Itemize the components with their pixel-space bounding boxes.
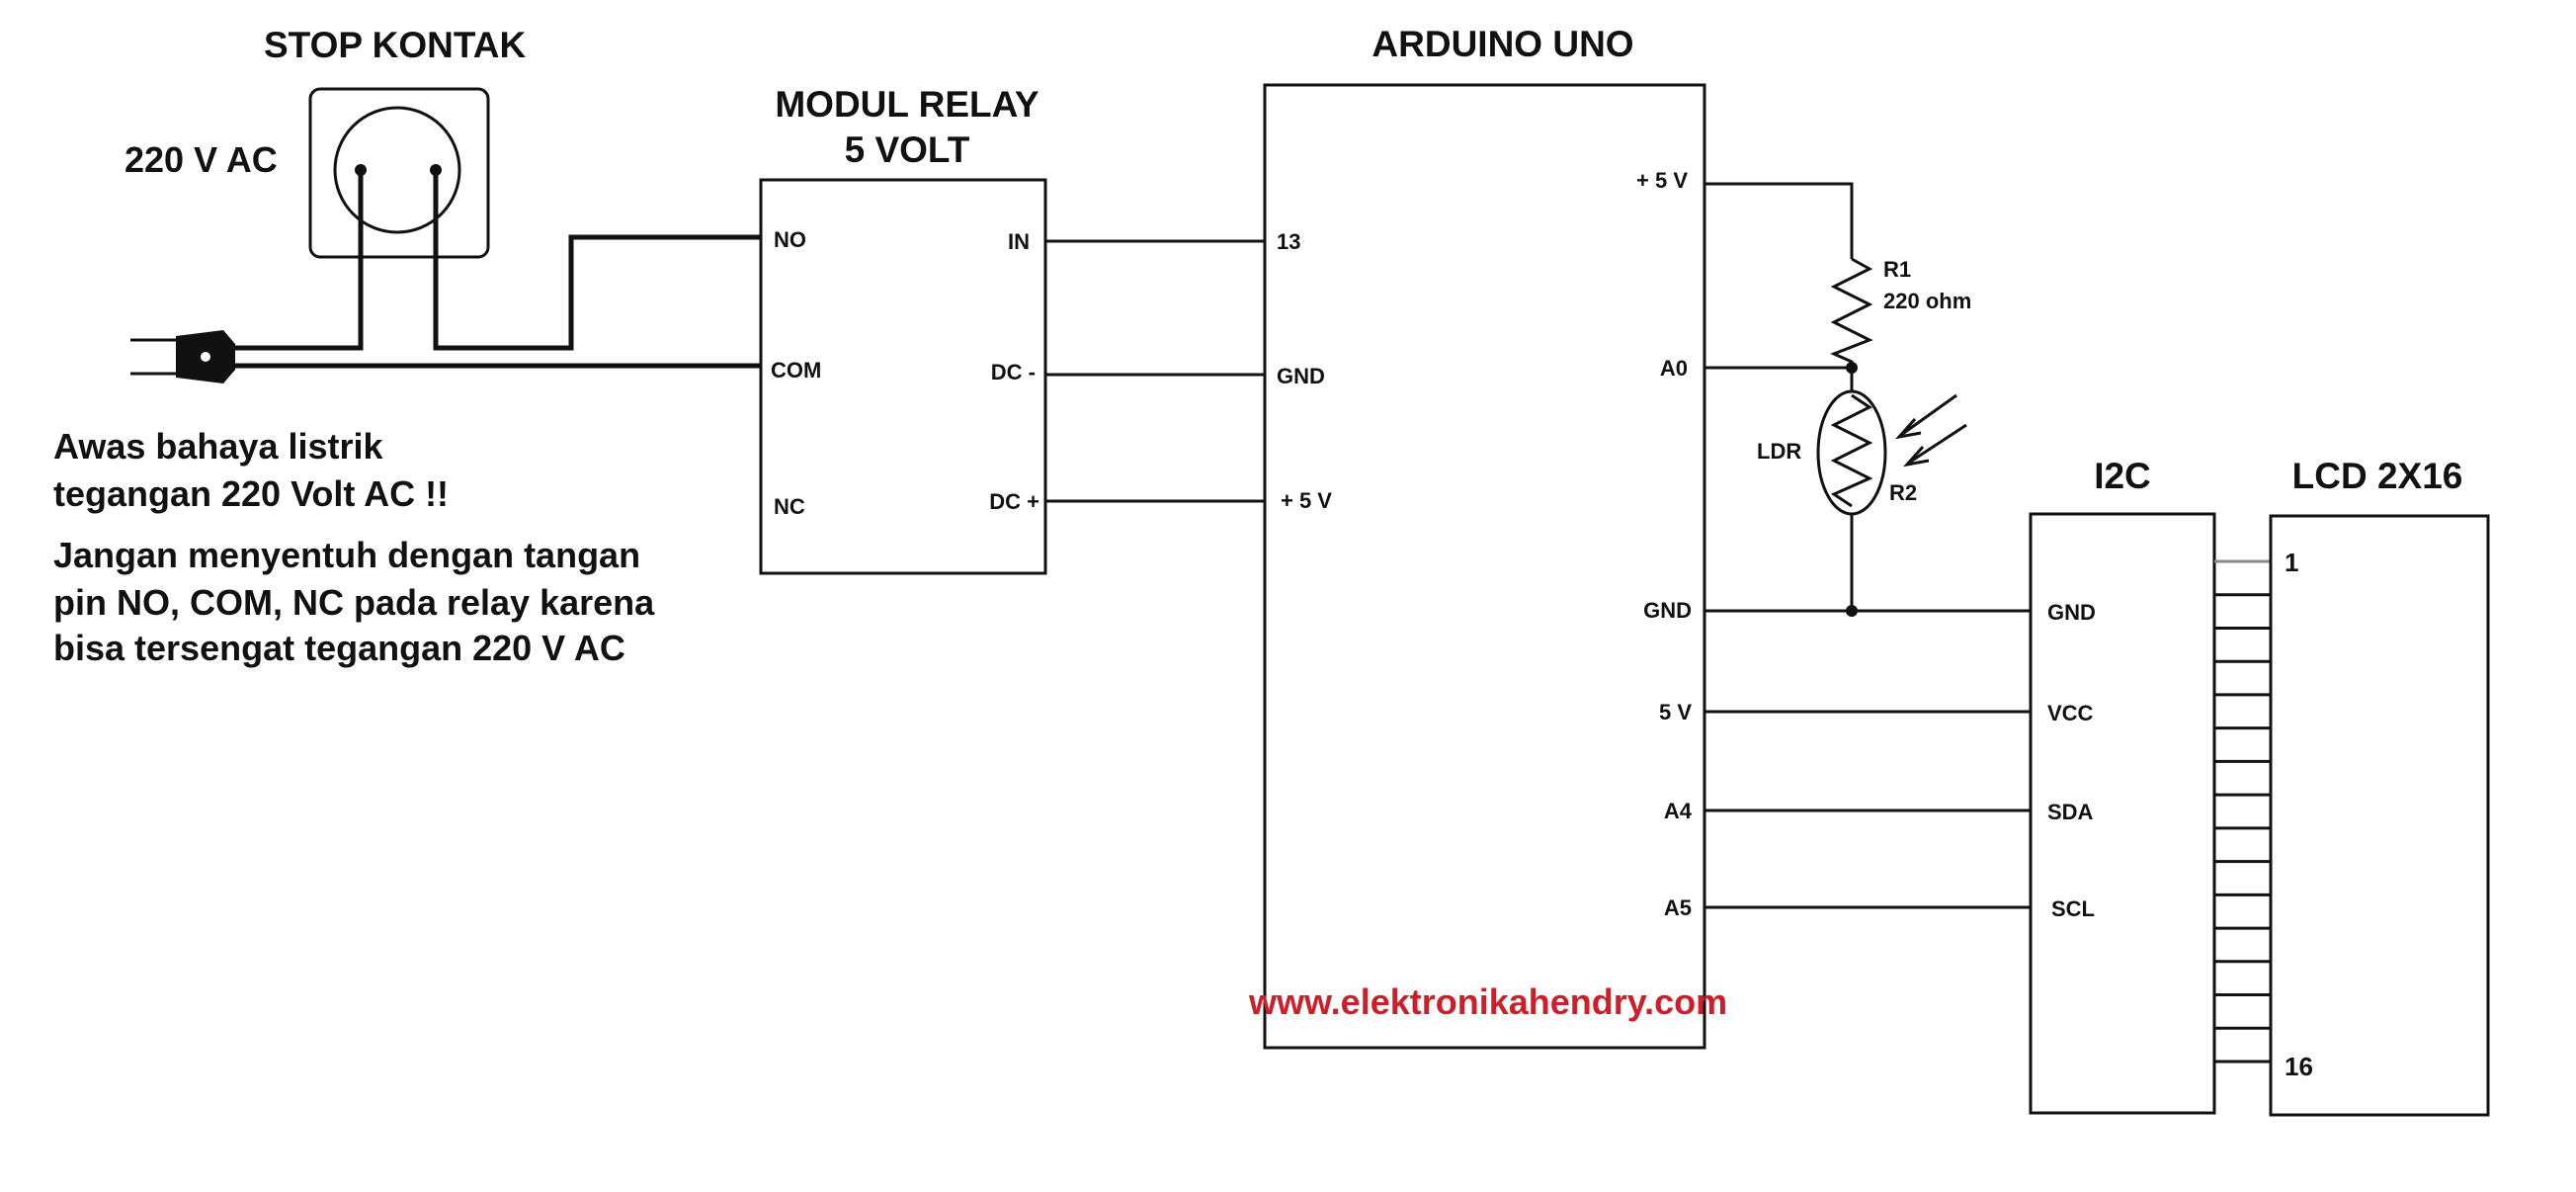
website-url: www.elektronikahendry.com [1248, 981, 1727, 1022]
power-plug-icon [130, 330, 235, 383]
arduino-pin-gnd-right: GND [1643, 598, 1692, 623]
wire-socket-to-relay-no [433, 170, 761, 351]
lcd-pin-last: 16 [2285, 1052, 2313, 1081]
arduino-pin-13: 13 [1277, 229, 1300, 254]
i2c-pin-sda: SDA [2047, 800, 2094, 824]
warning-text: Awas bahaya listrik tegangan 220 Volt AC… [53, 426, 655, 668]
warning-line-2: tegangan 220 Volt AC !! [53, 473, 449, 514]
lcd-title: LCD 2X16 [2292, 456, 2463, 496]
i2c-module [2029, 512, 2216, 1115]
socket-face [333, 106, 461, 234]
relay-pin-dc-plus: DC + [989, 489, 1039, 514]
r1-value: 220 ohm [1883, 289, 1971, 313]
lcd-pin-first: 1 [2285, 548, 2298, 577]
warning-line-3: Jangan menyentuh dengan tangan [53, 535, 640, 575]
r2-label: R2 [1889, 480, 1917, 505]
junction-gnd [1846, 605, 1858, 617]
relay-module [759, 178, 1047, 575]
ldr-resistor [1830, 393, 1873, 508]
socket-voltage-label: 220 V AC [125, 139, 278, 180]
wire-plug-to-socket-left [235, 170, 364, 351]
i2c-pin-vcc: VCC [2047, 701, 2094, 725]
i2c-pin-gnd: GND [2047, 600, 2096, 625]
i2c-title: I2C [2094, 456, 2151, 496]
relay-pin-nc: NC [774, 494, 805, 519]
arduino-pin-5v-right: + 5 V [1636, 168, 1688, 193]
relay-pin-com: COM [771, 358, 821, 383]
relay-pin-no: NO [774, 227, 806, 252]
arduino-pin-a5: A5 [1664, 895, 1692, 920]
resistor-r1 [1830, 257, 1873, 368]
relay-title-2: 5 VOLT [845, 129, 970, 170]
socket-title: STOP KONTAK [264, 25, 526, 65]
arduino-board [1263, 83, 1706, 1050]
relay-pin-in: IN [1008, 229, 1030, 254]
lcd-display [2269, 514, 2490, 1117]
arduino-title: ARDUINO UNO [1371, 24, 1633, 64]
light-arrows-icon [1894, 393, 1967, 468]
warning-line-5: bisa tersengat tegangan 220 V AC [53, 628, 625, 668]
ldr-label: LDR [1757, 439, 1801, 464]
arduino-pin-a0: A0 [1660, 356, 1688, 381]
r1-name: R1 [1883, 257, 1911, 282]
warning-line-4: pin NO, COM, NC pada relay karena [53, 582, 655, 623]
warning-line-1: Awas bahaya listrik [53, 426, 383, 467]
lcd-pin-bus [2214, 559, 2271, 1064]
arduino-pin-5v: 5 V [1659, 700, 1692, 724]
arduino-pin-a4: A4 [1664, 799, 1693, 823]
i2c-pin-scl: SCL [2051, 896, 2095, 921]
arduino-pin-5v-left: + 5 V [1281, 488, 1332, 513]
relay-pin-dc-minus: DC - [991, 360, 1036, 384]
arduino-pin-gnd-left: GND [1277, 364, 1325, 388]
wire-5v-to-r1 [1704, 182, 1854, 259]
relay-title-1: MODUL RELAY [775, 84, 1039, 125]
